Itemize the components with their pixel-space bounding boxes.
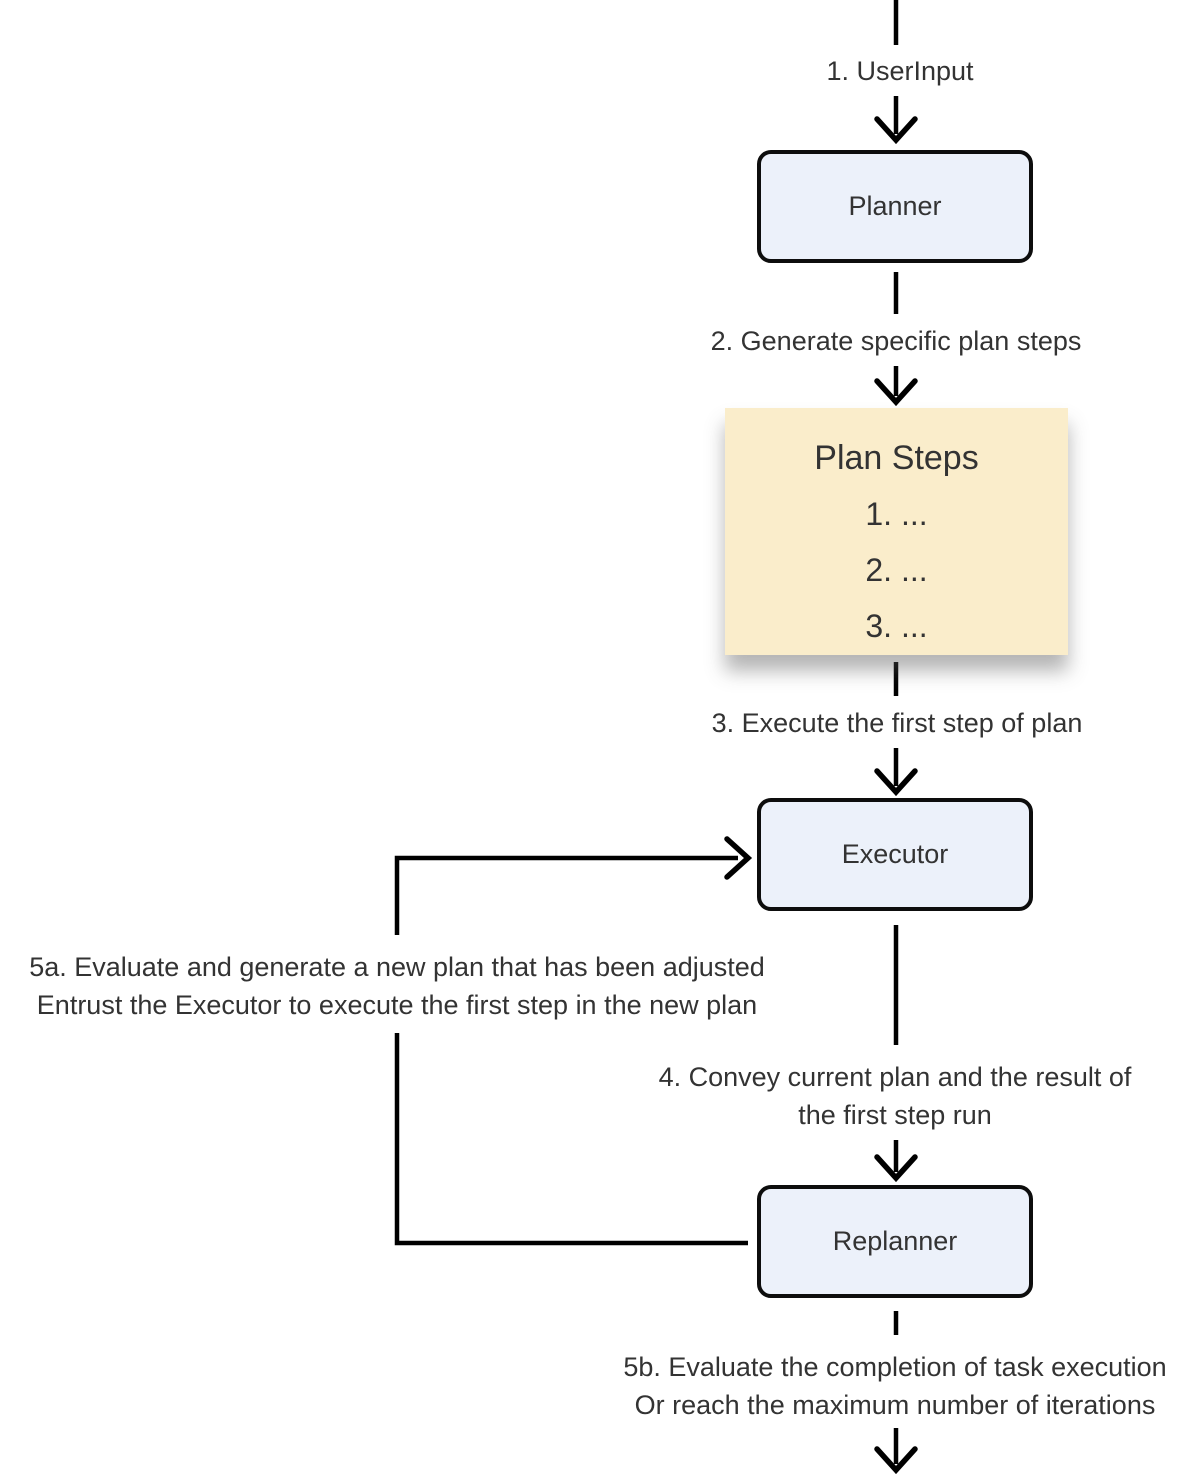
plan-steps-item: 3. ... [865, 608, 928, 644]
node-executor: Executor [757, 798, 1033, 911]
edge-label-line: the first step run [798, 1100, 992, 1130]
arrowhead-right-icon [724, 836, 753, 880]
arrowhead-down-icon [874, 116, 918, 145]
edge-label-step5a: 5a. Evaluate and generate a new plan tha… [29, 948, 765, 1024]
edge-label-line: Or reach the maximum number of iteration… [634, 1390, 1156, 1420]
node-replanner-label: Replanner [832, 1226, 958, 1256]
edge-label-line: 5b. Evaluate the completion of task exec… [623, 1352, 1167, 1382]
edge-label-line: 3. Execute the first step of plan [711, 708, 1083, 738]
arrowhead-down-icon [874, 768, 918, 797]
edge-label-line: 4. Convey current plan and the result of [658, 1062, 1132, 1092]
edge-label-line: 5a. Evaluate and generate a new plan tha… [29, 952, 765, 982]
arrow-executor-to-replanner [874, 1140, 918, 1183]
node-executor-label: Executor [841, 839, 949, 869]
arrow-replanner-to-executor-loop [394, 836, 753, 1246]
edge-label-step4: 4. Convey current plan and the result of… [659, 1058, 1132, 1134]
arrowhead-down-icon [874, 1154, 918, 1183]
plan-steps-item: 2. ... [865, 552, 928, 588]
plan-steps-item: 1. ... [865, 496, 928, 532]
node-planner: Planner [757, 150, 1033, 263]
arrow-userinput-to-planner [874, 96, 918, 145]
plan-steps-content: Plan Steps 1. ... 2. ... 3. ... [725, 408, 1068, 654]
arrow-exit-bottom [874, 1428, 918, 1475]
plan-steps-title: Plan Steps [814, 439, 979, 477]
arrowhead-down-icon [874, 1446, 918, 1475]
edge-label-line: 1. UserInput [826, 56, 974, 86]
arrowhead-down-icon [874, 378, 918, 407]
node-planner-label: Planner [848, 191, 942, 221]
edge-label-line: 2. Generate specific plan steps [710, 326, 1082, 356]
edge-label-step2: 2. Generate specific plan steps [711, 322, 1082, 360]
edge-label-step3: 3. Execute the first step of plan [712, 704, 1083, 742]
edge-label-step5b: 5b. Evaluate the completion of task exec… [623, 1348, 1166, 1424]
node-plan-steps: Plan Steps 1. ... 2. ... 3. ... [725, 408, 1068, 655]
node-replanner: Replanner [757, 1185, 1033, 1298]
edge-label-step1: 1. UserInput [826, 52, 973, 90]
edge-label-line: Entrust the Executor to execute the firs… [36, 990, 758, 1020]
arrow-plansteps-to-executor [874, 748, 918, 797]
arrow-planner-to-plansteps [874, 366, 918, 407]
